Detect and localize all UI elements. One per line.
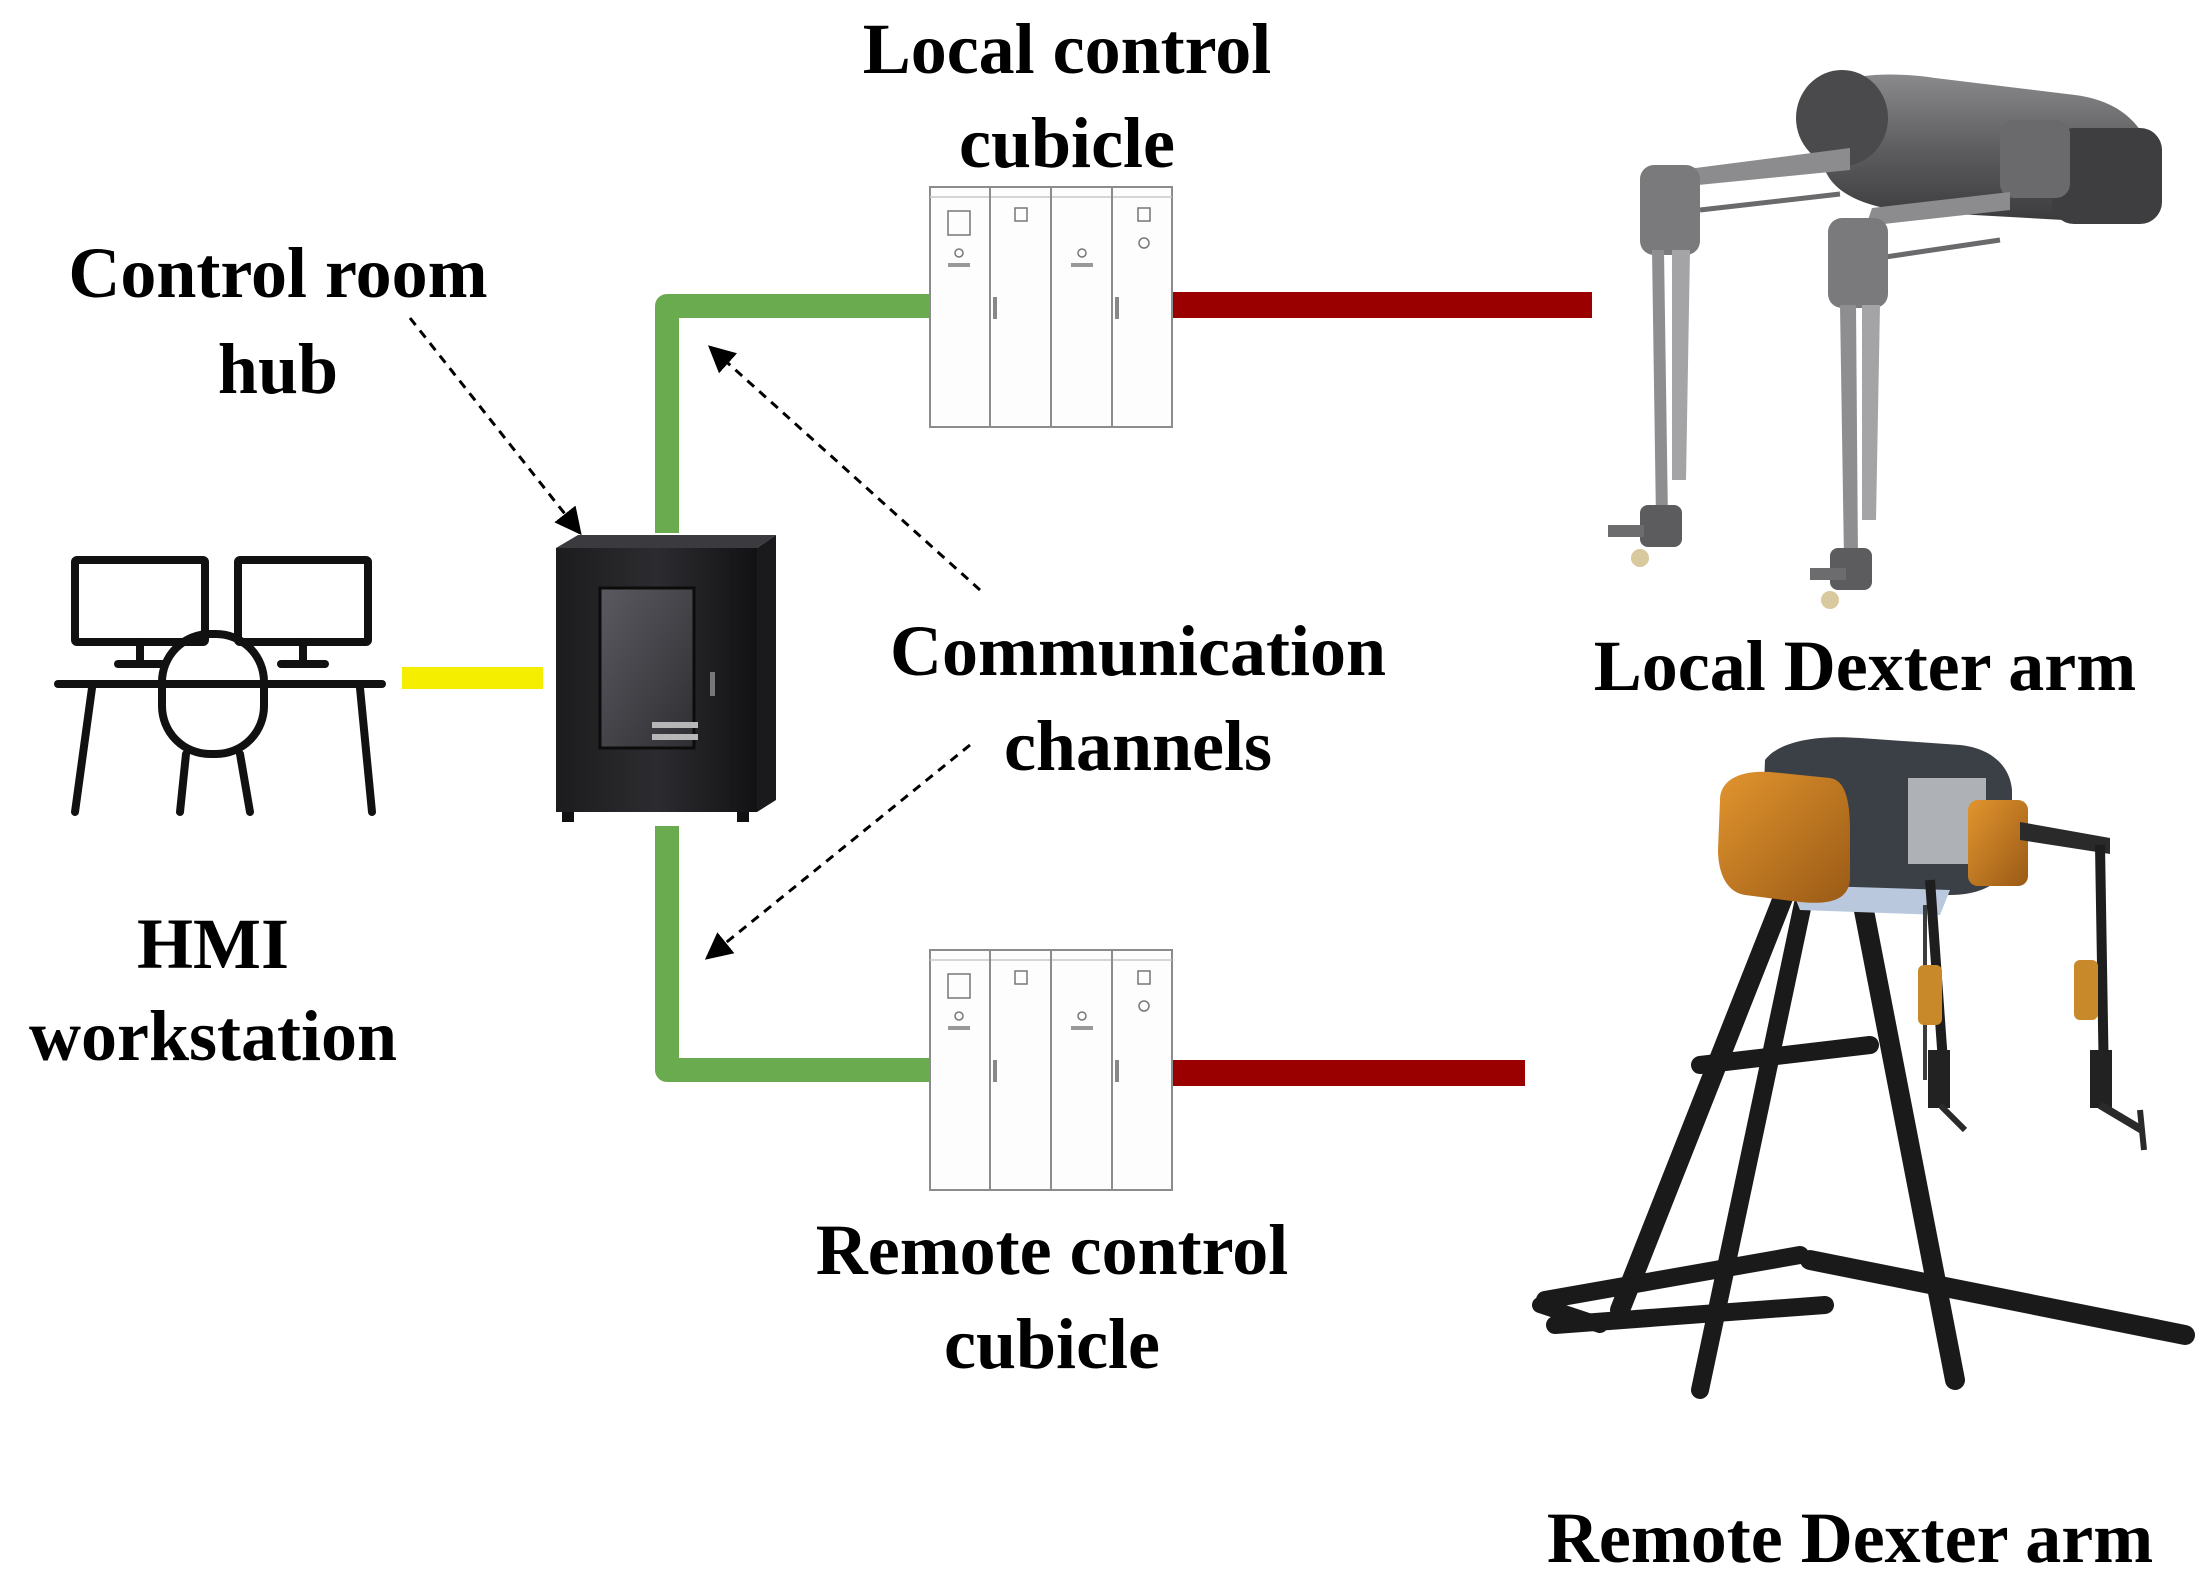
remote-control-cubicle-label-line-2: cubicle [944, 1304, 1160, 1384]
connections [402, 292, 1592, 1086]
remote-dexter-arm-label: Remote Dexter arm [1547, 1498, 2153, 1575]
control-room-hub-label-line-1: Control room [68, 233, 487, 313]
local-communication-channel [655, 294, 930, 533]
labels: Control room hub HMI workstation Local c… [29, 9, 2153, 1575]
hmi-workstation-label-line-1: HMI [137, 904, 289, 984]
hub-annotation-arrow [408, 317, 582, 536]
channel-annotation-arrow-up [707, 345, 982, 592]
server-rack-cabinet-icon [556, 535, 776, 822]
remote-communication-channel [655, 826, 930, 1082]
dual-arm-robot-icon [1608, 70, 2162, 609]
channel-annotation-arrow-down [704, 743, 971, 960]
local-dexter-arm-label: Local Dexter arm [1594, 626, 2136, 706]
annotation-arrows [408, 317, 982, 960]
control-cubicle-cabinet-icon [929, 186, 1173, 428]
hmi-workstation-label-line-2: workstation [29, 996, 397, 1076]
desk-with-two-monitors-and-chair-icon [54, 556, 386, 816]
communication-channels-label-line-1: Communication [890, 611, 1386, 691]
remote-control-cubicle-label-line-1: Remote control [816, 1210, 1289, 1290]
communication-channels-label-line-2: channels [1004, 706, 1272, 786]
dual-arm-robot-on-stand-icon [1532, 737, 2195, 1399]
local-control-cubicle-label-line-2: cubicle [959, 103, 1175, 183]
control-room-hub-label-line-2: hub [218, 329, 338, 409]
local-control-cubicle-label-line-1: Local control [863, 9, 1272, 89]
control-cubicle-cabinet-icon [929, 949, 1173, 1191]
